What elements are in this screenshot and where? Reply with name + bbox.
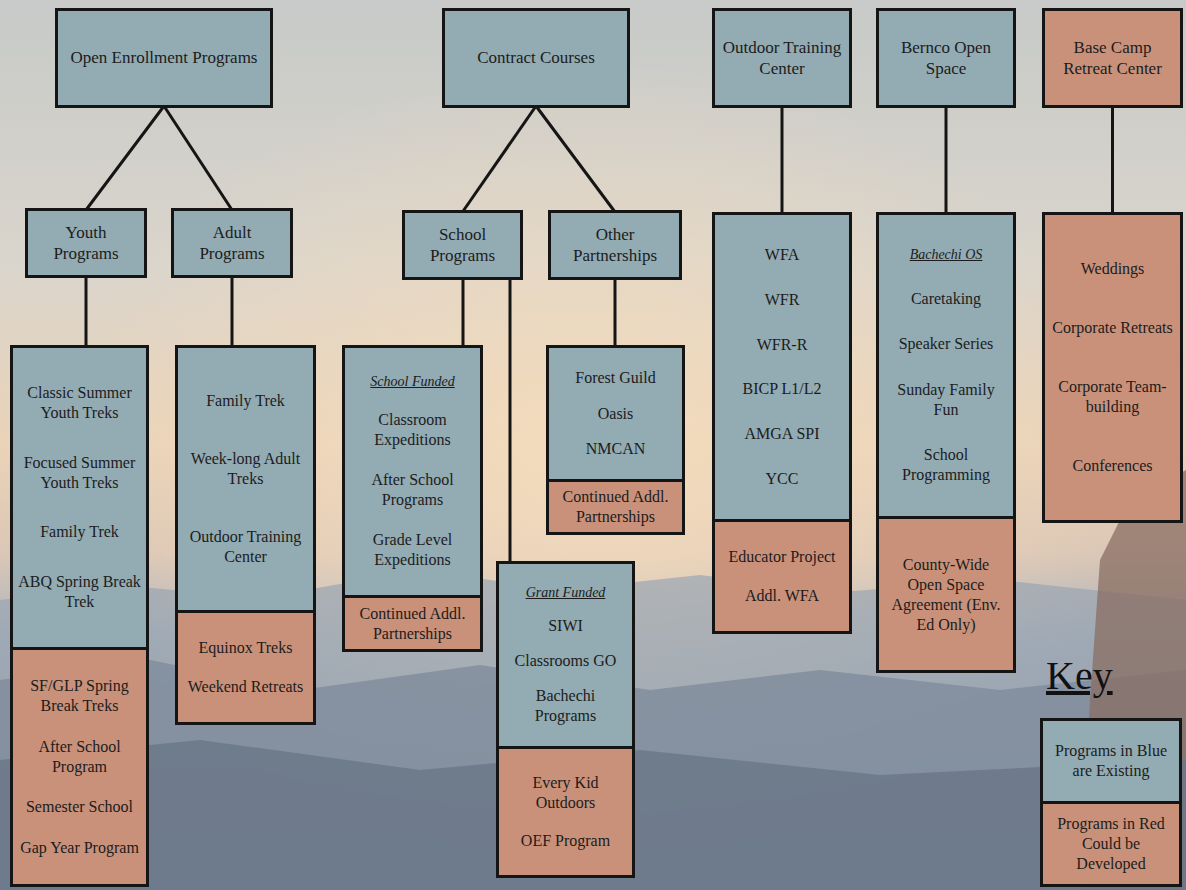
program-text: Oasis [598, 404, 634, 424]
program-text: Weekend Retreats [188, 677, 304, 697]
tree-connector [231, 276, 234, 347]
program-text: Focused Summer Youth Treks [18, 453, 141, 493]
program-box: Contract Courses [442, 8, 630, 108]
tree-connector [536, 106, 615, 212]
program-text: Gap Year Program [20, 838, 139, 858]
program-text: After School Program [18, 737, 141, 777]
proposed-program-box: Continued Addl. Partnerships [546, 479, 685, 535]
program-box: Bachechi OS CaretakingSpeaker SeriesSunda… [876, 212, 1016, 519]
program-text: Corporate Retreats [1052, 318, 1172, 338]
proposed-program-box: SF/GLP Spring Break TreksAfter School Pr… [10, 647, 149, 887]
program-text: Outdoor Training Center [183, 527, 308, 567]
tree-connector [1111, 106, 1114, 214]
program-box: Youth Programs [25, 208, 147, 278]
tree-connector [85, 276, 88, 347]
program-text: Adult Programs [179, 222, 285, 265]
key-heading: Key [1046, 652, 1113, 699]
program-box: School Programs [402, 210, 523, 280]
program-text: Corporate Team-building [1050, 377, 1175, 417]
program-text: Continued Addl. Partnerships [554, 487, 677, 527]
tree-connector [86, 106, 164, 210]
program-text: SIWI [548, 616, 583, 636]
program-box: Classic Summer Youth TreksFocused Summer… [10, 345, 149, 650]
program-text: Week-long Adult Treks [183, 449, 308, 489]
program-text: Contract Courses [477, 47, 595, 68]
program-text: WFR-R [757, 335, 808, 355]
tree-connector [463, 106, 537, 212]
program-text: County-Wide Open Space Agreement (Env. E… [884, 555, 1008, 635]
program-text: Family Trek [206, 391, 285, 411]
program-text: Classic Summer Youth Treks [18, 383, 141, 423]
program-text: Continued Addl. Partnerships [350, 604, 475, 644]
proposed-program-box: Equinox TreksWeekend Retreats [175, 610, 316, 725]
program-text: SF/GLP Spring Break Treks [18, 676, 141, 716]
program-text: WFA [765, 245, 799, 265]
program-text: Educator Project [728, 547, 835, 567]
program-text: Base Camp Retreat Center [1050, 37, 1175, 80]
proposed-program-box: County-Wide Open Space Agreement (Env. E… [876, 516, 1016, 673]
program-text: Caretaking [911, 289, 981, 309]
program-box: School FundedClassroom ExpeditionsAfter … [342, 345, 483, 598]
program-text: NMCAN [586, 439, 646, 459]
program-text: Every Kid Outdoors [504, 773, 627, 813]
program-text: Semester School [26, 797, 133, 817]
program-text: YCC [766, 469, 799, 489]
program-text: Speaker Series [899, 334, 994, 354]
program-box: Outdoor Training Center [712, 8, 852, 108]
legend-text: Programs in Blue are Existing [1043, 721, 1179, 801]
program-text: BICP L1/L2 [743, 379, 822, 399]
program-text: AMGA SPI [744, 424, 819, 444]
program-text: OEF Program [521, 831, 610, 851]
program-text: Bachechi Programs [504, 686, 627, 726]
group-heading: School Funded [370, 373, 454, 391]
program-box: Other Partnerships [548, 210, 682, 280]
program-box: Open Enrollment Programs [55, 8, 273, 108]
program-text: Bernco Open Space [884, 37, 1008, 80]
program-box: Bernco Open Space [876, 8, 1016, 108]
program-text: School Programming [884, 445, 1008, 485]
tree-connector [509, 278, 512, 563]
program-text: Other Partnerships [556, 224, 674, 267]
group-heading: Bachechi OS [910, 246, 983, 264]
proposed-program-box: WeddingsCorporate RetreatsCorporate Team… [1042, 212, 1183, 523]
program-text: Weddings [1081, 259, 1145, 279]
program-text: Grade Level Expeditions [350, 530, 475, 570]
tree-connector [164, 106, 232, 210]
program-text: After School Programs [350, 470, 475, 510]
program-text: Youth Programs [33, 222, 139, 265]
program-text: Sunday Family Fun [884, 380, 1008, 420]
program-box: WFA WFR WFR-R BICP L1/L2AMGA SPI YCC [712, 212, 852, 522]
program-text: Addl. WFA [745, 586, 819, 606]
program-text: WFR [765, 290, 800, 310]
tree-connector [614, 278, 617, 347]
program-text: Classroom Expeditions [350, 410, 475, 450]
program-text: Conferences [1073, 456, 1153, 476]
program-box: Grant FundedSIWI Classrooms GO Bachechi Pr… [496, 561, 635, 749]
program-text: Equinox Treks [199, 638, 293, 658]
legend-text: Programs in Red Could be Developed [1043, 804, 1179, 884]
program-text: Forest Guild [575, 368, 655, 388]
program-text: Classrooms GO [515, 651, 617, 671]
proposed-program-box: Every Kid OutdoorsOEF Program [496, 746, 635, 878]
tree-connector [945, 106, 948, 214]
group-heading: Grant Funded [526, 584, 606, 602]
program-text: Family Trek [40, 522, 119, 542]
program-text: School Programs [410, 224, 515, 267]
proposed-program-box: Base Camp Retreat Center [1042, 8, 1183, 108]
program-box: Family TrekWeek-long Adult TreksOutdoor … [175, 345, 316, 613]
program-box: Forest GuildOasisNMCAN [546, 345, 685, 482]
program-text: Outdoor Training Center [720, 37, 844, 80]
legend-swatch [1040, 718, 1182, 804]
proposed-program-box: Continued Addl. Partnerships [342, 595, 483, 652]
program-text: ABQ Spring Break Trek [18, 572, 141, 612]
program-box: Adult Programs [171, 208, 293, 278]
tree-connector [781, 106, 784, 214]
tree-connector [462, 278, 465, 347]
program-text: Open Enrollment Programs [71, 47, 258, 68]
proposed-program-box: Educator ProjectAddl. WFA [712, 519, 852, 634]
